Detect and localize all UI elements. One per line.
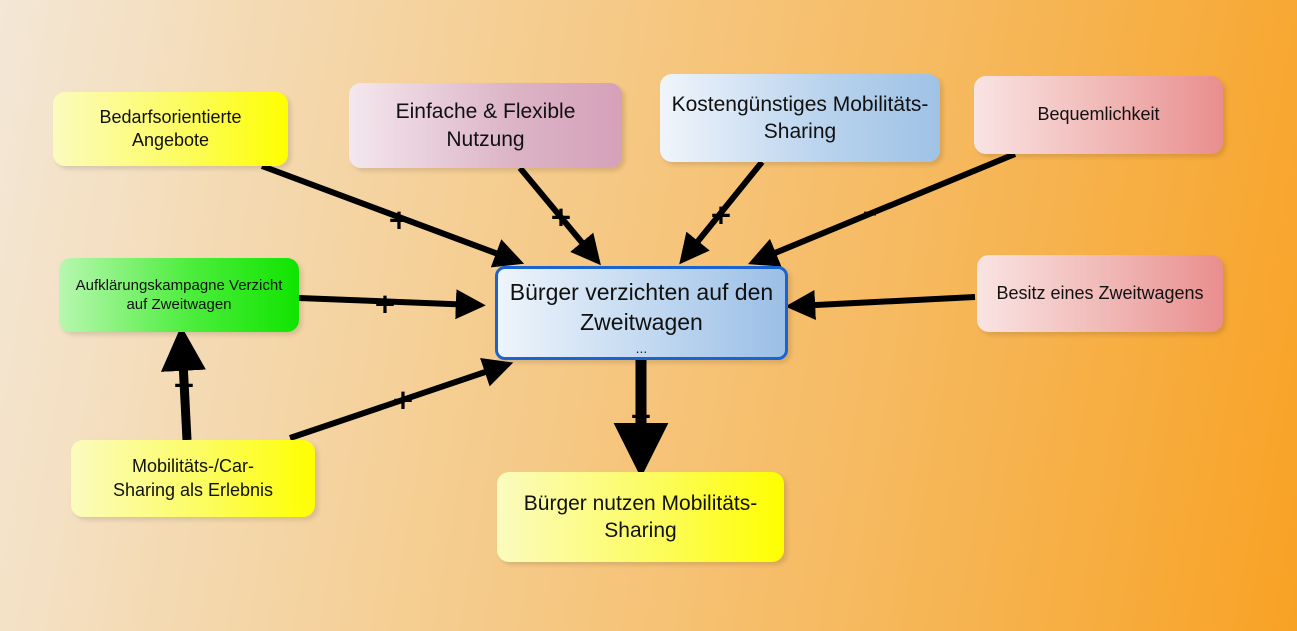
- node-label: Bürger verzichten auf den Zweitwagen: [509, 279, 774, 335]
- node-label: Mobilitäts-/Car-Sharing als Erlebnis: [112, 456, 274, 500]
- sign-center-nutzen: +: [629, 399, 652, 432]
- node-label: Bürger nutzen Mobilitäts-Sharing: [523, 491, 758, 542]
- sign-kosten: +: [709, 198, 732, 231]
- sign-besitz: –: [890, 283, 905, 318]
- node-besitz-eines-zweitwagens: Besitz eines Zweitwagens: [977, 255, 1223, 332]
- edge-aufklaerung-center: [298, 289, 486, 320]
- edge-bequem-center: [748, 151, 1017, 267]
- node-bedarfsorientierte-angebote: Bedarfsorientierte Angebote: [53, 92, 288, 166]
- sign-aufklaerung: +: [373, 287, 396, 320]
- sign-erlebnis-center: +: [391, 383, 414, 416]
- node-einfache-flexible-nutzung: Einfache & Flexible Nutzung: [349, 83, 622, 168]
- node-bequemlichkeit: Bequemlichkeit: [974, 76, 1223, 154]
- edge-einfach-center: [517, 166, 601, 266]
- edge-erlebnis-aufklaerung: [160, 325, 206, 441]
- sign-einfach: +: [549, 200, 572, 233]
- node-label: Bedarfsorientierte Angebote: [99, 106, 242, 150]
- edge-bedarf-center: [260, 163, 525, 268]
- node-label: Besitz eines Zweitwagens: [996, 282, 1204, 303]
- node-label: Einfache & Flexible Nutzung: [395, 100, 576, 151]
- node-label: Aufklärungskampagne Verzicht auf Zweitwa…: [75, 276, 283, 314]
- node-aufklaerungskampagne: Aufklärungskampagne Verzicht auf Zweitwa…: [59, 258, 299, 332]
- node-mobilitaets-car-sharing-erlebnis: Mobilitäts-/Car-Sharing als Erlebnis: [71, 440, 315, 517]
- node-kostenguenstiges-mobilitaets-sharing: Kostengünstiges Mobilitäts-Sharing: [660, 74, 940, 162]
- node-label: Bequemlichkeit: [1037, 104, 1160, 125]
- edge-erlebnis-center: [289, 357, 514, 441]
- sign-bedarf: +: [387, 203, 410, 236]
- edge-besitz-center: [785, 290, 976, 321]
- sign-bequem: –: [863, 195, 878, 230]
- node-buerger-nutzen-mobilitaets-sharing: Bürger nutzen Mobilitäts-Sharing: [497, 472, 784, 562]
- node-buerger-verzichten-auf-zweitwagen: Bürger verzichten auf den Zweitwagen ...: [495, 266, 788, 360]
- edge-kosten-center: [679, 160, 765, 265]
- node-ellipsis: ...: [635, 340, 648, 356]
- node-label: Kostengünstiges Mobilitäts-Sharing: [671, 92, 929, 143]
- sign-erlebnis-aufklaerung: +: [172, 368, 195, 401]
